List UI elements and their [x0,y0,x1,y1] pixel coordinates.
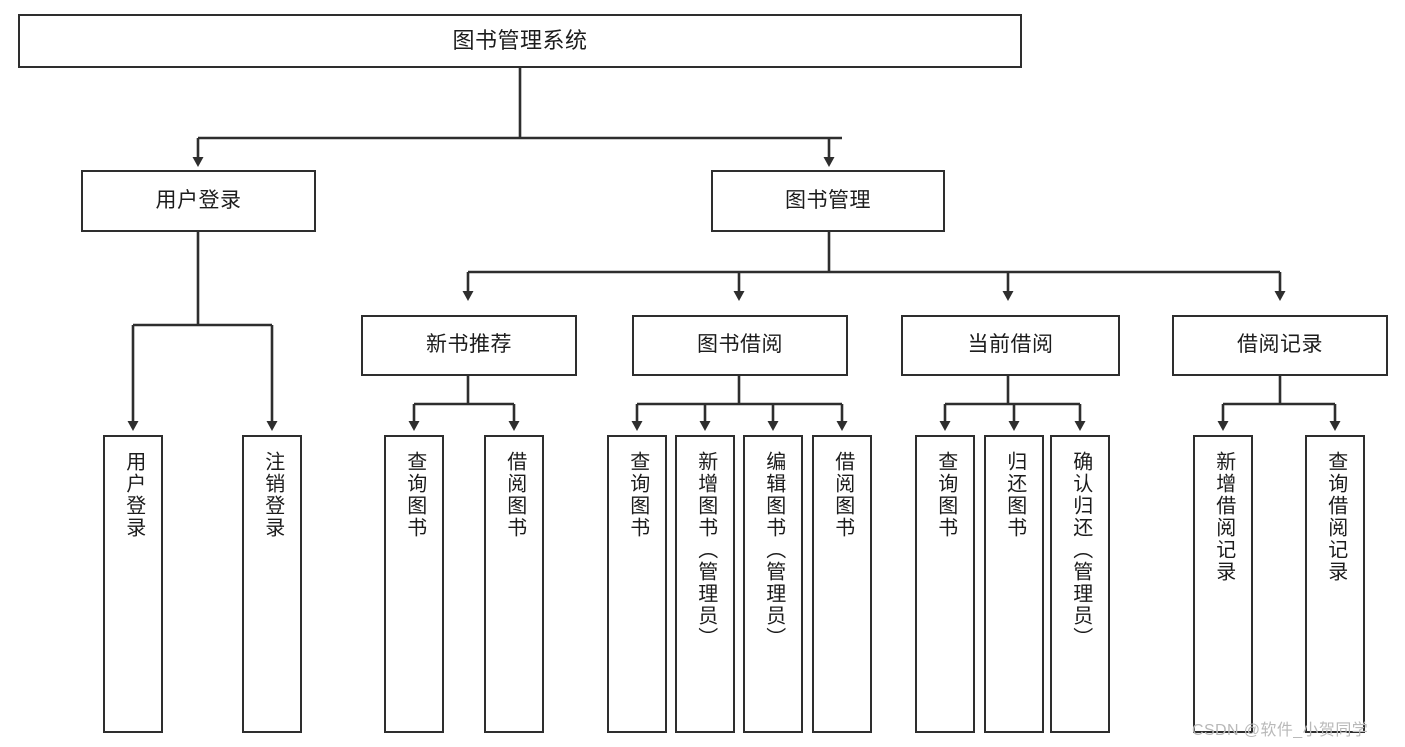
node-current-borrow[interactable]: 当前借阅 [901,315,1120,376]
leaf-label: 用户登录 [122,451,145,539]
leaf-label: 新增图书（管理员） [694,451,717,649]
leaf-label: 注销登录 [261,451,284,539]
node-book-borrow-label: 图书借阅 [697,333,783,357]
leaf-recommend-borrow-book[interactable]: 借阅图书 [484,435,544,733]
leaf-user-login-logout[interactable]: 注销登录 [242,435,302,733]
leaf-borrow-borrow-book[interactable]: 借阅图书 [812,435,872,733]
watermark: CSDN @软件_小贺同学 [1192,722,1369,739]
leaf-label: 查询借阅记录 [1324,451,1347,583]
node-user-login[interactable]: 用户登录 [81,170,316,232]
leaf-label: 查询图书 [934,451,957,539]
node-current-borrow-label: 当前借阅 [967,333,1054,357]
node-user-login-label: 用户登录 [155,188,242,212]
node-book-management[interactable]: 图书管理 [711,170,945,232]
leaf-borrow-edit-book-admin[interactable]: 编辑图书（管理员） [743,435,803,733]
node-book-borrow[interactable]: 图书借阅 [632,315,848,376]
leaf-label: 查询图书 [626,451,649,539]
leaf-label: 借阅图书 [831,451,854,539]
leaf-label: 确认归还（管理员） [1069,451,1092,649]
leaf-label: 归还图书 [1003,451,1026,539]
leaf-label: 编辑图书（管理员） [762,451,785,649]
leaf-user-login-login[interactable]: 用户登录 [103,435,163,733]
node-root[interactable]: 图书管理系统 [18,14,1022,68]
node-borrow-record-label: 借阅记录 [1237,333,1323,357]
leaf-label: 借阅图书 [503,451,526,539]
leaf-label: 查询图书 [403,451,426,539]
node-book-management-label: 图书管理 [785,188,871,212]
node-borrow-record[interactable]: 借阅记录 [1172,315,1388,376]
leaf-current-query-book[interactable]: 查询图书 [915,435,975,733]
node-new-book-recommend[interactable]: 新书推荐 [361,315,577,376]
node-new-book-recommend-label: 新书推荐 [426,333,512,357]
leaf-record-query-record[interactable]: 查询借阅记录 [1305,435,1365,733]
leaf-current-confirm-return-admin[interactable]: 确认归还（管理员） [1050,435,1110,733]
leaf-label: 新增借阅记录 [1212,451,1235,583]
leaf-borrow-add-book-admin[interactable]: 新增图书（管理员） [675,435,735,733]
leaf-borrow-query-book[interactable]: 查询图书 [607,435,667,733]
leaf-record-add-record[interactable]: 新增借阅记录 [1193,435,1253,733]
leaf-current-return-book[interactable]: 归还图书 [984,435,1044,733]
leaf-recommend-query-book[interactable]: 查询图书 [384,435,444,733]
node-root-label: 图书管理系统 [452,28,588,54]
